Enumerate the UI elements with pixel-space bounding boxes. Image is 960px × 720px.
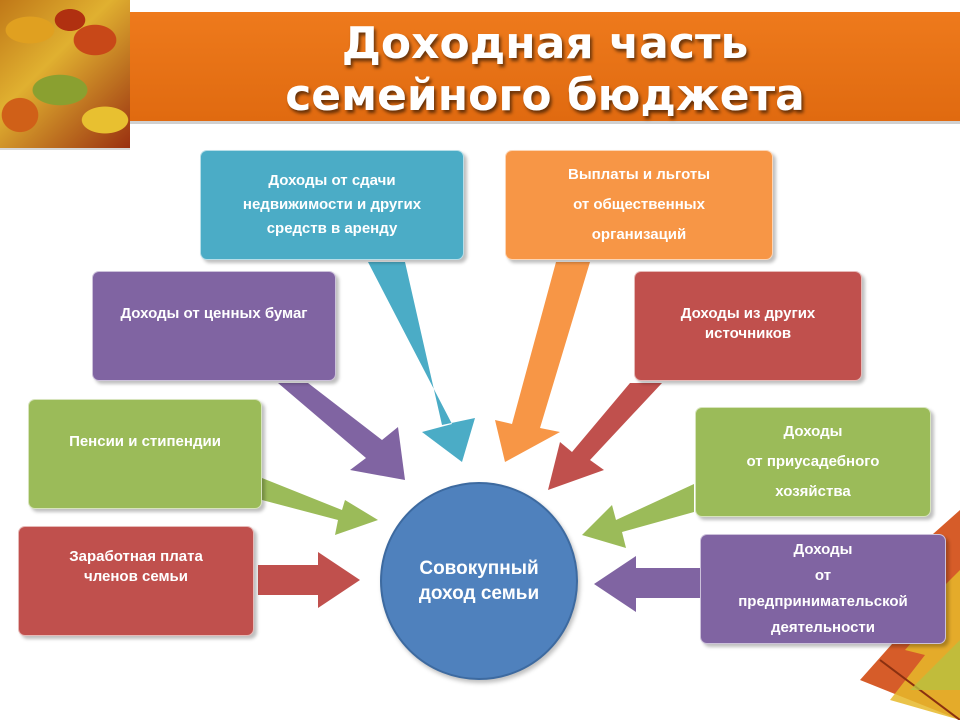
source-rent: Доходы от сдачи недвижимости и других ср… [200, 150, 464, 260]
arrow-garden [582, 484, 694, 548]
source-business-line-2: от [814, 567, 832, 584]
source-benefits-line-3: организаций [591, 226, 687, 243]
source-other: Доходы из других источников [634, 271, 862, 381]
source-business-line-1: Доходы [793, 541, 853, 558]
source-rent-line-2: недвижимости и других [242, 196, 422, 213]
arrow-securities [278, 383, 405, 480]
source-salary-line-2: членов семьи [83, 568, 189, 585]
source-garden-line-3: хозяйства [775, 483, 851, 500]
source-other-line-1: Доходы из других [680, 305, 816, 322]
title-line-1: Доходная часть [341, 18, 749, 69]
arrow-pensions [262, 478, 378, 535]
total-family-income-circle: Совокупный доход семьи [380, 482, 578, 680]
source-garden-line-1: Доходы [783, 423, 843, 440]
arrow-salary [258, 552, 360, 608]
source-garden: Доходы от приусадебного хозяйства [695, 407, 931, 517]
source-benefits: Выплаты и льготы от общественных организ… [505, 150, 773, 260]
source-business-line-3: предпринимательской [738, 593, 908, 610]
title-banner [130, 12, 960, 124]
source-benefits-line-2: от общественных [573, 196, 705, 213]
source-rent-line-3: средств в аренду [266, 220, 398, 237]
source-securities-line-1: Доходы от ценных бумаг [120, 305, 308, 322]
source-rent-line-1: Доходы от сдачи [268, 172, 396, 189]
source-garden-line-2: от приусадебного [746, 453, 880, 470]
source-business: Доходы от предпринимательской деятельнос… [700, 534, 946, 644]
title-line-2: семейного бюджета [285, 70, 805, 121]
source-securities: Доходы от ценных бумаг [92, 271, 336, 381]
source-benefits-line-1: Выплаты и льготы [567, 166, 711, 183]
source-business-line-4: деятельности [771, 619, 875, 636]
arrow-business [594, 556, 700, 612]
center-line-1: Совокупный [419, 558, 539, 579]
arrow-other [548, 383, 662, 490]
source-pensions: Пенсии и стипендии [28, 399, 262, 509]
source-pensions-line-1: Пенсии и стипендии [69, 433, 221, 450]
source-salary-line-1: Заработная плата [69, 548, 203, 565]
arrow-rent [368, 262, 475, 462]
arrow-benefits [495, 262, 590, 462]
autumn-leaves-image [0, 0, 130, 150]
center-line-2: доход семьи [418, 583, 540, 604]
source-salary: Заработная плата членов семьи [18, 526, 254, 636]
source-other-line-2: источников [704, 325, 792, 342]
slide-title: Доходная часть семейного бюджета [130, 12, 960, 124]
